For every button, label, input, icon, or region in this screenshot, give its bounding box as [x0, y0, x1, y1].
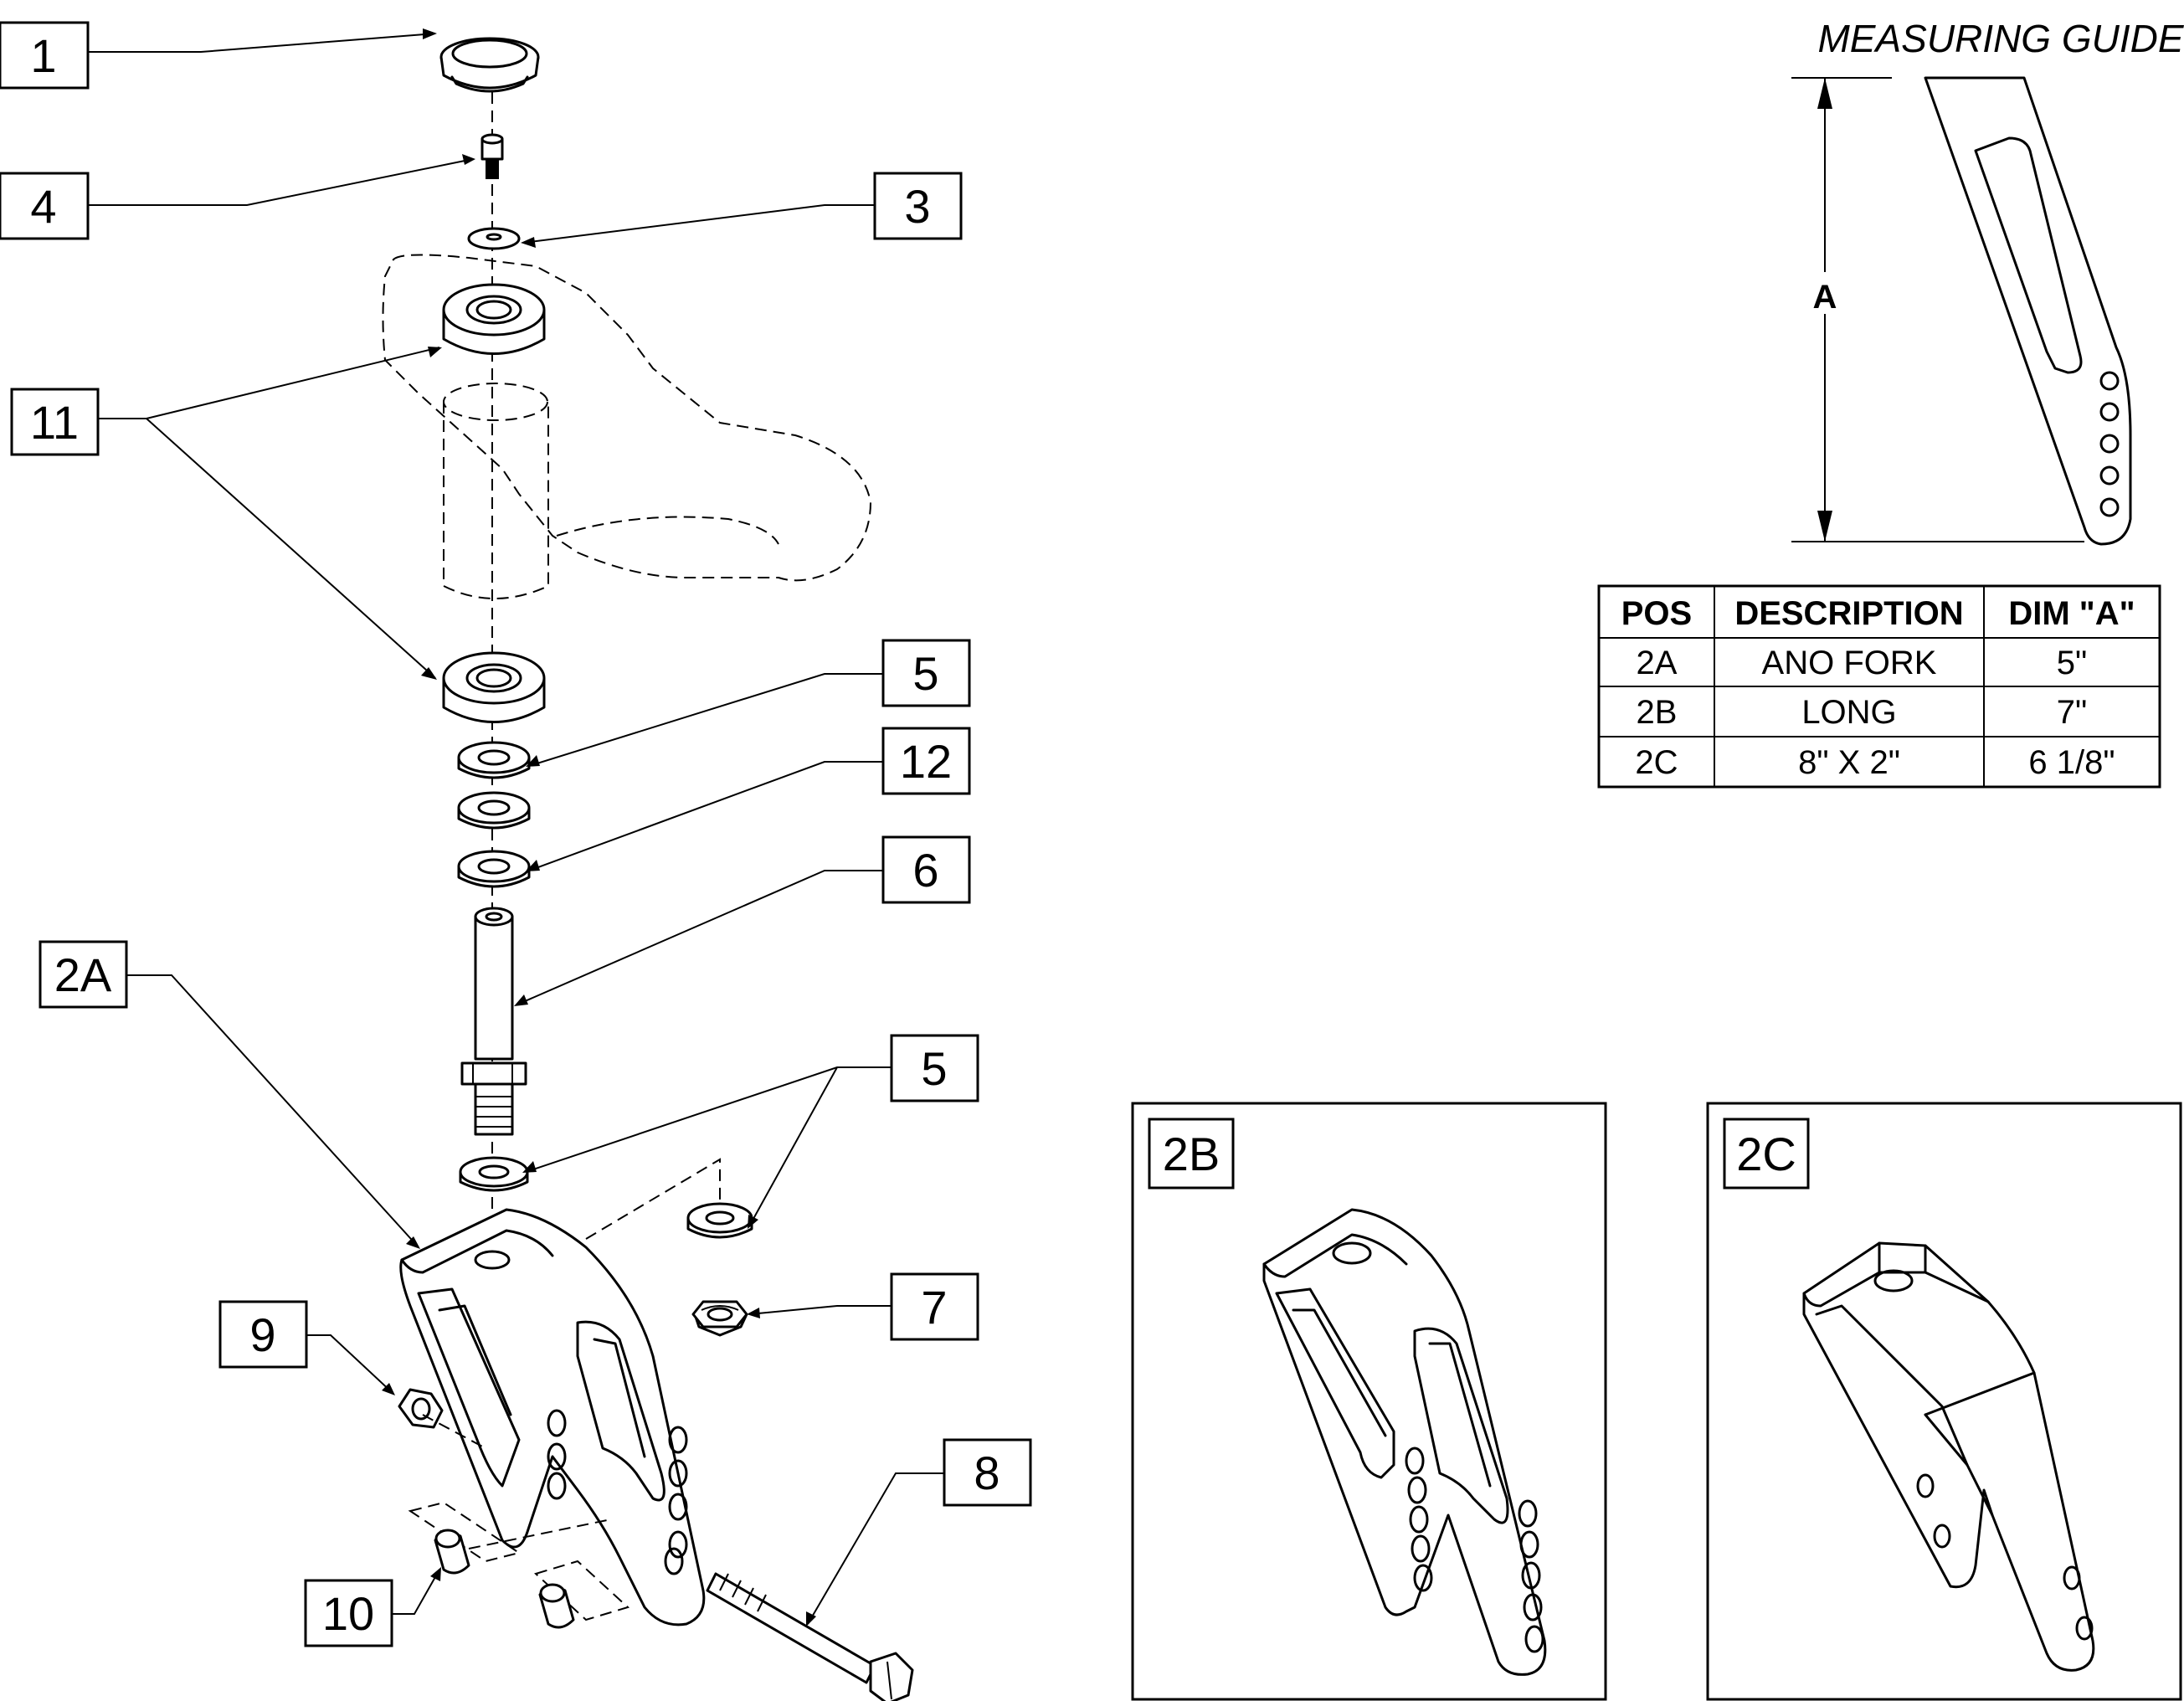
callout-2a: 2A	[39, 940, 128, 1009]
callout-11-label: 11	[30, 396, 79, 449]
callout-12-label: 12	[900, 735, 952, 788]
table-header-description: DESCRIPTION	[1734, 595, 1963, 632]
part-6-stem-bolt	[460, 907, 527, 1136]
table-cell-description: ANO FORK	[1762, 645, 1937, 681]
fork-2b-drawing	[1262, 1208, 1547, 1676]
dimension-arrow-top	[1817, 78, 1832, 109]
table-cell-dim-a: 7"	[2057, 694, 2087, 731]
spacer-washer-12a	[457, 791, 531, 830]
part-3-washer	[467, 227, 521, 250]
callout-5b-label: 5	[921, 1042, 947, 1095]
panel-2c-label: 2C	[1736, 1128, 1796, 1180]
callout-9-label: 9	[249, 1308, 275, 1361]
measuring-guide: MEASURING GUIDE A	[1791, 17, 2184, 546]
part-8-bolt	[706, 1572, 914, 1701]
callout-8: 8	[943, 1438, 1032, 1507]
callout-5a-label: 5	[912, 647, 938, 700]
table-header-dim-a: DIM "A"	[2008, 595, 2135, 632]
callout-4: 4	[0, 172, 90, 240]
fork-profile	[1924, 76, 2132, 546]
dimension-a-label: A	[1813, 279, 1837, 316]
fork-2c-drawing	[1802, 1241, 2095, 1672]
callout-3: 3	[873, 172, 963, 240]
panel-2b: 2B	[1131, 1102, 1607, 1701]
table-cell-pos: 2A	[1637, 645, 1678, 681]
callout-1-label: 1	[30, 29, 56, 82]
table-cell-description: 8" X 2"	[1798, 744, 1900, 781]
callout-11: 11	[10, 388, 100, 456]
part-11-upper-bearing	[442, 283, 546, 355]
callout-10: 10	[304, 1579, 393, 1647]
callout-1: 1	[0, 21, 90, 90]
callout-2a-label: 2A	[54, 948, 112, 1001]
callout-7-label: 7	[921, 1281, 947, 1334]
callout-10-label: 10	[322, 1587, 374, 1640]
fork-slot	[1974, 136, 2083, 374]
callout-3-label: 3	[904, 180, 930, 233]
measuring-guide-title: MEASURING GUIDE	[1817, 17, 2184, 60]
table-cell-dim-a: 5"	[2057, 645, 2087, 681]
part-1-dust-cap	[439, 37, 540, 93]
leader-lines	[88, 28, 946, 1626]
dimension-table: POS DESCRIPTION DIM "A" 2A ANO FORK 5" 2…	[1597, 584, 2161, 789]
dimension-arrow-bottom	[1817, 511, 1832, 542]
callout-6-label: 6	[912, 844, 938, 897]
table-cell-pos: 2B	[1637, 694, 1678, 731]
callout-4-label: 4	[30, 180, 56, 233]
part-7-locknut	[691, 1300, 748, 1337]
callout-5a: 5	[881, 639, 971, 707]
panel-2c: 2C	[1706, 1102, 2182, 1701]
table-cell-dim-a: 6 1/8"	[2028, 744, 2115, 781]
callout-6: 6	[881, 835, 971, 904]
callout-9: 9	[218, 1300, 308, 1369]
callout-12: 12	[881, 727, 971, 795]
table-header-pos: POS	[1621, 595, 1692, 632]
panel-2b-label: 2B	[1163, 1128, 1220, 1180]
fork-stem-phantom	[382, 254, 872, 599]
part-4-socket-screw	[480, 133, 504, 179]
callout-8-label: 8	[974, 1447, 1000, 1499]
washer-5-lower	[459, 1156, 529, 1192]
part-2a-fork	[399, 1208, 706, 1626]
spacer-washer-5	[457, 741, 531, 779]
phantom-line-washer	[585, 1158, 721, 1240]
table-cell-pos: 2C	[1635, 744, 1678, 781]
part-9-nut	[398, 1388, 486, 1449]
callout-5b: 5	[890, 1034, 979, 1102]
washer-5-right	[686, 1202, 753, 1239]
spacer-washer-12b	[457, 850, 531, 888]
callout-7: 7	[890, 1272, 979, 1341]
part-10-spacers	[408, 1501, 630, 1629]
part-11-lower-bearing	[442, 651, 546, 723]
table-cell-description: LONG	[1801, 694, 1896, 731]
